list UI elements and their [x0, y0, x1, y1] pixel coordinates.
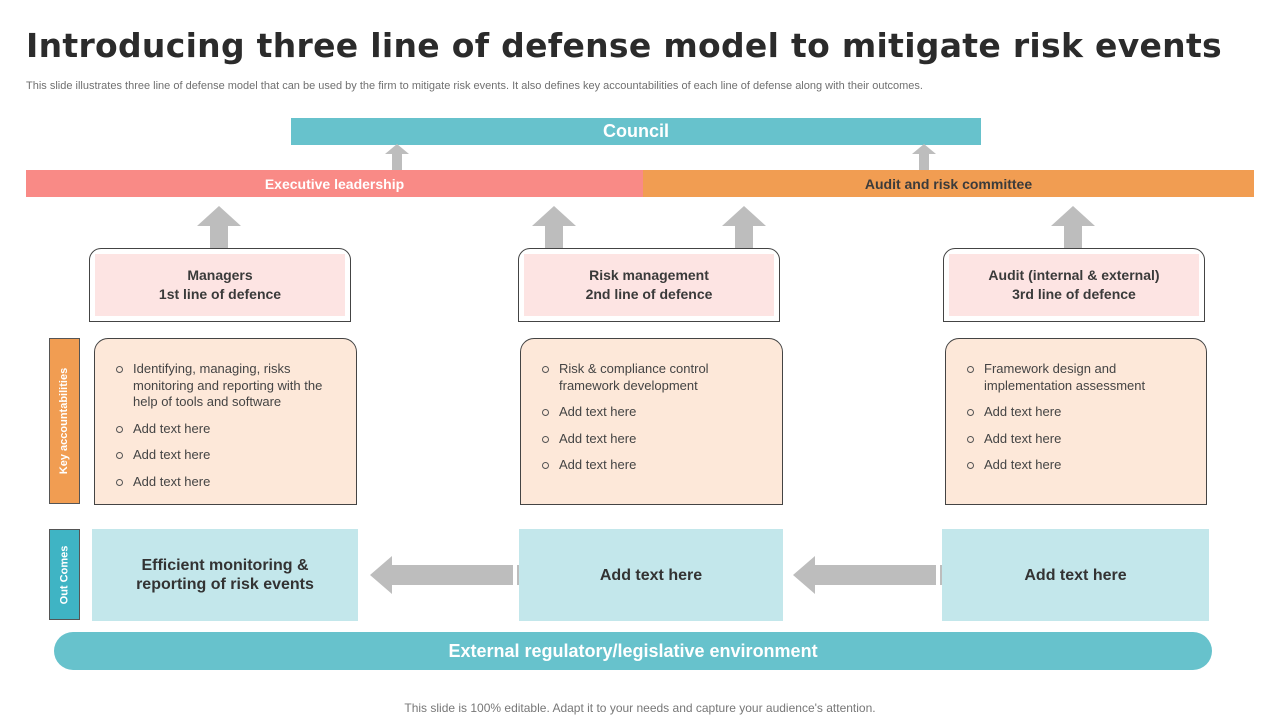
arrow-up-icon [1051, 206, 1095, 248]
role-box-inner: Audit (internal & external) 3rd line of … [949, 254, 1199, 316]
arrow-up-icon [385, 144, 409, 170]
list-item: Add text here [966, 431, 1192, 448]
outcome-box-3: Add text here [942, 529, 1209, 621]
accountability-box-2: Risk & compliance control framework deve… [520, 338, 783, 505]
arrow-up-icon [722, 206, 766, 248]
audit-risk-committee-bar: Audit and risk committee [643, 170, 1254, 197]
role-line: 2nd line of defence [585, 286, 713, 302]
arrow-up-icon [532, 206, 576, 248]
role-box-audit: Audit (internal & external) 3rd line of … [943, 248, 1205, 322]
list-item: Identifying, managing, risks monitoring … [115, 361, 342, 411]
role-box-risk-management: Risk management 2nd line of defence [518, 248, 780, 322]
role-title: Managers [187, 267, 253, 283]
external-environment-bar: External regulatory/legislative environm… [54, 632, 1212, 670]
list-item: Add text here [541, 431, 768, 448]
role-line: 3rd line of defence [1012, 286, 1136, 302]
arrow-left-icon [370, 556, 520, 594]
list-item: Add text here [115, 447, 342, 464]
arrow-up-icon [912, 144, 936, 170]
role-title: Audit (internal & external) [988, 267, 1160, 283]
council-bar: Council [291, 118, 981, 145]
list-item: Risk & compliance control framework deve… [541, 361, 768, 394]
role-line: 1st line of defence [158, 286, 282, 302]
outcomes-label: Out Comes [49, 529, 80, 620]
footer-note: This slide is 100% editable. Adapt it to… [404, 701, 876, 715]
list-item: Add text here [541, 404, 768, 421]
list-item: Add text here [966, 457, 1192, 474]
role-box-managers: Managers 1st line of defence [89, 248, 351, 322]
list-item: Add text here [541, 457, 768, 474]
list-item: Add text here [115, 421, 342, 438]
accountability-box-3: Framework design and implementation asse… [945, 338, 1207, 505]
page-title: Introducing three line of defense model … [26, 26, 1222, 65]
list-item: Add text here [966, 404, 1192, 421]
executive-leadership-bar: Executive leadership [26, 170, 643, 197]
arrow-up-icon [197, 206, 241, 248]
role-box-inner: Risk management 2nd line of defence [524, 254, 774, 316]
role-title: Risk management [589, 267, 709, 283]
arrow-left-icon [793, 556, 943, 594]
role-box-inner: Managers 1st line of defence [95, 254, 345, 316]
outcome-box-1: Efficient monitoring & reporting of risk… [92, 529, 358, 621]
key-accountabilities-label: Key accountabilities [49, 338, 80, 504]
accountability-box-1: Identifying, managing, risks monitoring … [94, 338, 357, 505]
page-subtitle: This slide illustrates three line of def… [26, 80, 923, 92]
list-item: Framework design and implementation asse… [966, 361, 1192, 394]
list-item: Add text here [115, 474, 342, 491]
outcome-box-2: Add text here [519, 529, 783, 621]
